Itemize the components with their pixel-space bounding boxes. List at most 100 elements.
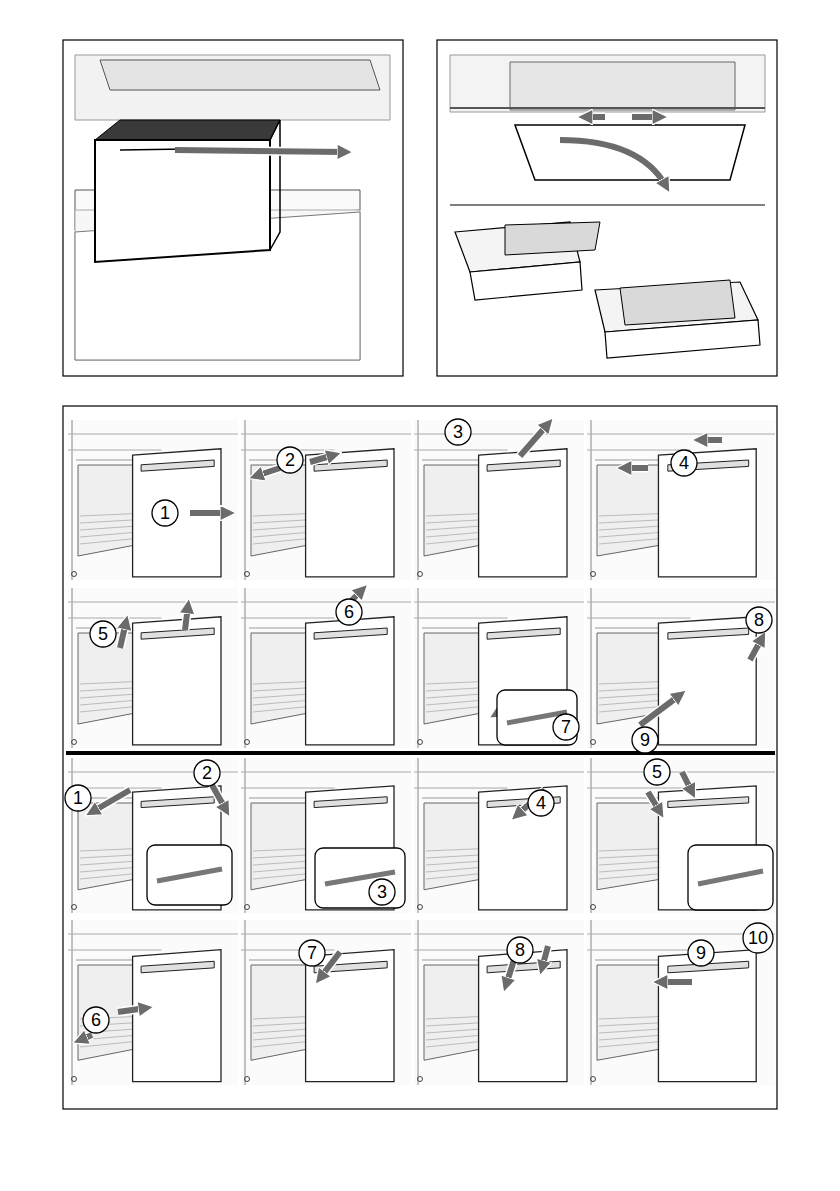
callout-circle	[632, 727, 658, 753]
callout-circles	[65, 419, 773, 1033]
callout-number: 1	[160, 504, 170, 522]
foot	[245, 572, 250, 577]
part-outline	[605, 320, 760, 358]
separator	[66, 751, 775, 755]
callout-circle	[277, 447, 303, 473]
part-line	[418, 588, 419, 748]
part-line	[587, 434, 775, 435]
arrow	[542, 946, 548, 968]
cell-ground	[241, 420, 411, 580]
callout-number: 9	[696, 944, 706, 962]
arrow-outline	[92, 790, 130, 812]
arrow-outline	[585, 113, 605, 122]
arrow-outline	[175, 150, 345, 152]
part-outline	[510, 62, 735, 110]
part-line	[414, 450, 508, 451]
part-outline	[95, 120, 280, 140]
cell-ground	[241, 758, 411, 913]
callout-number: 9	[640, 731, 650, 749]
arrow	[632, 114, 660, 120]
step-sketch	[414, 588, 584, 748]
drawer-front	[658, 950, 756, 1082]
callout-circle	[90, 621, 116, 647]
rail-detail	[157, 869, 222, 881]
callout-number: 8	[754, 611, 764, 629]
arrow-outline	[700, 436, 722, 445]
part-line	[587, 788, 690, 789]
part-line	[241, 772, 411, 773]
cell-ground	[587, 758, 775, 913]
part-line	[241, 434, 411, 435]
part-line	[72, 758, 73, 913]
callout-circle	[445, 419, 471, 445]
part-line	[414, 788, 508, 789]
foot	[72, 572, 77, 577]
foot	[245, 905, 250, 910]
cell-ground	[68, 420, 238, 580]
foot	[245, 740, 250, 745]
callout-number: 5	[98, 625, 108, 643]
arrow	[256, 468, 280, 476]
callout-circle	[553, 714, 579, 740]
part-line	[418, 420, 419, 580]
arrow-outline	[256, 468, 280, 476]
arrow	[212, 785, 226, 810]
part-line	[68, 950, 162, 951]
part-line	[241, 788, 335, 789]
arrow-outline	[682, 772, 692, 792]
part-line	[270, 120, 280, 250]
callout-circle	[528, 790, 554, 816]
step-sketch	[68, 588, 238, 748]
part-line	[414, 950, 508, 951]
arrow	[92, 790, 130, 812]
foot	[72, 1077, 77, 1082]
part-line	[68, 602, 238, 603]
foot	[72, 905, 77, 910]
step-sketch	[241, 420, 411, 580]
detail-inset	[688, 845, 773, 910]
part-line	[72, 420, 73, 580]
arrow-outline	[542, 946, 548, 968]
cell-ground	[587, 920, 775, 1085]
callout-number: 7	[561, 718, 571, 736]
part-line	[68, 934, 238, 935]
callout-number: 3	[453, 423, 463, 441]
drawer-front	[306, 449, 394, 577]
drawer-handle	[487, 628, 560, 639]
part-line	[414, 602, 584, 603]
arrow-outline	[632, 113, 660, 122]
arrow	[700, 437, 722, 443]
callout-number: 6	[91, 1011, 101, 1029]
callout-circle	[746, 607, 772, 633]
cell-ground	[414, 920, 584, 1085]
callout-number: 2	[285, 451, 295, 469]
panel-frame	[63, 406, 777, 1109]
step-sketch	[587, 758, 775, 913]
arrow-outline	[80, 1035, 92, 1040]
drawer-handle	[487, 460, 560, 471]
part-line	[591, 758, 592, 913]
part-line	[68, 450, 162, 451]
foot	[591, 740, 596, 745]
part-outline	[505, 222, 600, 255]
callout-circle	[336, 599, 362, 625]
step-sketch	[587, 420, 775, 580]
callout-number: 8	[515, 941, 525, 959]
cell-ground	[414, 420, 584, 580]
step-sketch	[68, 420, 238, 580]
callout-circle	[65, 785, 91, 811]
callout-circle	[671, 450, 697, 476]
cell-ground	[68, 588, 238, 748]
arrow-outline	[212, 785, 226, 810]
callout-circle	[644, 759, 670, 785]
part-line	[68, 618, 162, 619]
arrow-outline	[310, 455, 334, 462]
part-line	[241, 618, 335, 619]
callout-number: 2	[202, 764, 212, 782]
arrow-outline	[624, 464, 648, 473]
arrow	[120, 622, 126, 648]
foot	[72, 740, 77, 745]
part-line	[587, 602, 775, 603]
arrow	[190, 510, 228, 516]
